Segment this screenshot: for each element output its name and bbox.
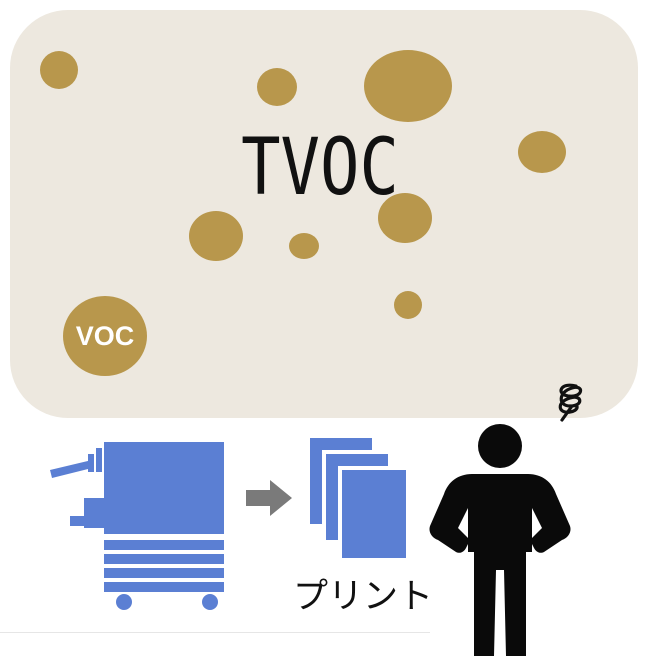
right-arrow-icon [246, 480, 292, 516]
voc-label-particle: VOC [63, 296, 147, 376]
voc-particle [518, 131, 566, 173]
voc-particle [40, 51, 78, 89]
voc-particle [189, 211, 243, 261]
voc-particle [378, 193, 432, 243]
voc-particle [364, 50, 452, 122]
paper-stack-icon [310, 438, 406, 558]
person-icon [429, 424, 571, 656]
voc-particle [289, 233, 319, 259]
voc-particle [257, 68, 297, 106]
voc-label: VOC [75, 320, 135, 351]
printer-icon [50, 442, 224, 610]
divider [0, 632, 430, 633]
tvoc-title: TVOC [241, 123, 399, 213]
voc-particle [394, 291, 422, 319]
squiggle-icon [558, 383, 583, 422]
print-label: プリント [292, 577, 433, 617]
